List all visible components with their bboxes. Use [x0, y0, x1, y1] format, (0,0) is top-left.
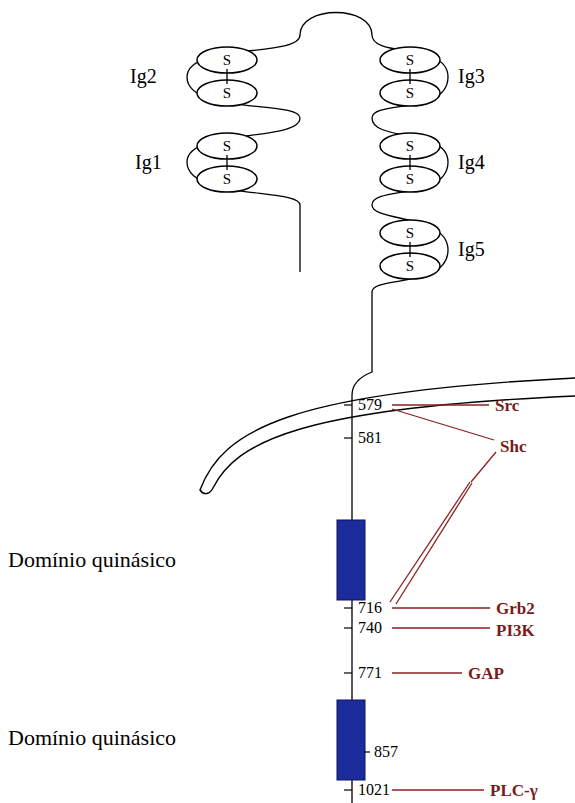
- residue-number: 579: [358, 397, 382, 413]
- protein-name: PI3K: [496, 622, 535, 639]
- sulfur-atom: S: [406, 226, 414, 241]
- domain-label: Ig5: [458, 239, 485, 259]
- residue-ticks: [344, 405, 370, 790]
- protein-name: Src: [495, 397, 519, 414]
- disulfide-bonds: [227, 69, 410, 257]
- cell-membrane: [200, 378, 575, 494]
- domain-label: Ig1: [135, 152, 162, 172]
- receptor-chain: [187, 13, 448, 803]
- sulfur-atom: S: [223, 172, 231, 187]
- sulfur-atom: S: [406, 139, 414, 154]
- sulfur-atom: S: [223, 53, 231, 68]
- domain-label: Ig2: [130, 66, 157, 86]
- protein-name: Grb2: [496, 600, 535, 617]
- residue-number: 716: [358, 600, 382, 616]
- binding-leaders: [390, 405, 496, 790]
- protein-name: Shc: [500, 438, 526, 455]
- sulfur-atom: S: [223, 86, 231, 101]
- ig-domains: [197, 47, 440, 279]
- domain-label: Domínio quinásico: [8, 549, 176, 571]
- kinase-domain: [337, 700, 365, 780]
- sulfur-atom: S: [406, 53, 414, 68]
- residue-number: 771: [358, 665, 382, 681]
- kinase-domain: [337, 520, 365, 600]
- residue-number: 740: [358, 620, 382, 636]
- residue-number: 857: [374, 744, 398, 760]
- sulfur-atom: S: [223, 139, 231, 154]
- sulfur-atom: S: [406, 86, 414, 101]
- domain-label: Domínio quinásico: [8, 727, 176, 749]
- domain-label: Ig3: [458, 66, 485, 86]
- sulfur-atom: S: [406, 259, 414, 274]
- domain-label: Ig4: [458, 152, 485, 172]
- residue-number: 1021: [358, 782, 390, 798]
- sulfur-atom: S: [406, 172, 414, 187]
- protein-name: GAP: [468, 665, 504, 682]
- residue-number: 581: [358, 430, 382, 446]
- protein-name: PLC-γ: [490, 782, 538, 799]
